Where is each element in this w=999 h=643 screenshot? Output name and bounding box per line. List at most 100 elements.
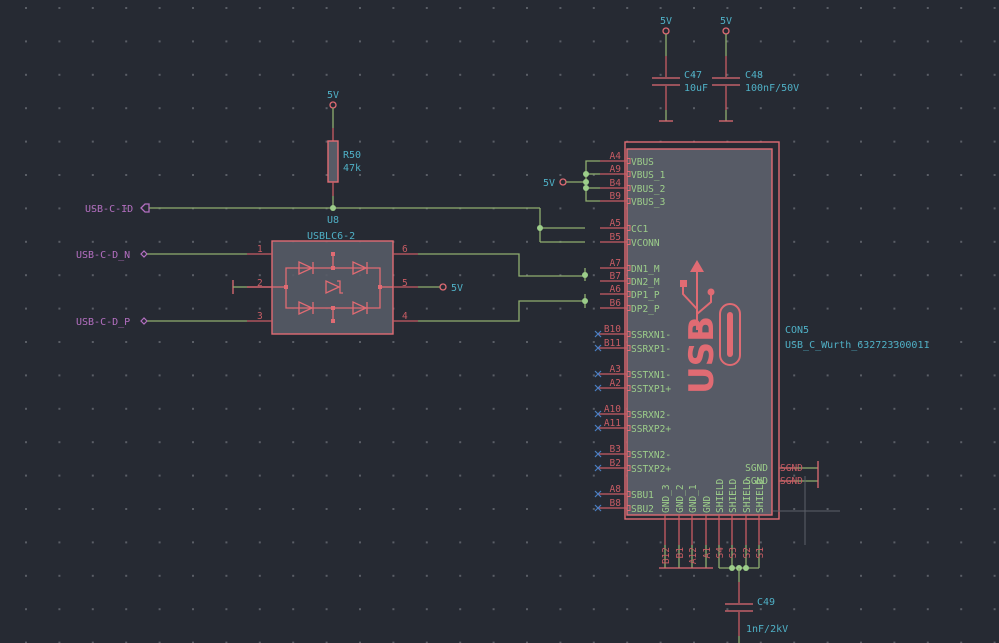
resistor-r50[interactable]: 5V R50 47k xyxy=(327,90,361,208)
sgnd-net[interactable]: SGND SGND xyxy=(779,461,819,488)
pin-name: SBU2 xyxy=(631,504,654,515)
net-label-text: SGND xyxy=(780,476,803,487)
pin-number: A10 xyxy=(604,404,621,415)
net-label-text: USB-C-ID xyxy=(85,204,133,215)
pin-number: B6 xyxy=(610,298,622,309)
pin-number: A3 xyxy=(610,364,621,375)
junction xyxy=(582,272,588,278)
pin-name: DP1_P xyxy=(631,290,660,301)
power-label-5v: 5V xyxy=(543,178,555,189)
global-label-usb-c-d-n[interactable]: USB-C-D_N xyxy=(76,250,148,261)
pin-number: A1 xyxy=(702,547,713,559)
u8-value: USBLC6-2 xyxy=(307,231,355,242)
capacitor-c48[interactable]: 5V C48 100nF/50V xyxy=(712,16,799,122)
c49-value: 1nF/2kV xyxy=(746,624,788,635)
junction xyxy=(583,185,589,191)
power-label-5v: 5V xyxy=(720,16,732,27)
pin-number: S1 xyxy=(755,547,766,559)
pin-name: VCONN xyxy=(631,238,660,249)
con5-bottom-pins: B12GND_3B1GND_2A12GND_1A1GNDS4SHIELDS3SH… xyxy=(661,478,766,568)
con5-left-pins: A4VBUSA9VBUS_1B4VBUS_2B9VBUS_3A5CC1B5VCO… xyxy=(594,151,671,515)
pin-number: S2 xyxy=(742,547,753,558)
pin-name: GND_2 xyxy=(675,484,686,513)
pin-number: 3 xyxy=(257,311,263,322)
pin-name: SSRXN2- xyxy=(631,410,671,421)
pin-number: B4 xyxy=(610,178,622,189)
pin-name: SHIELD xyxy=(742,478,753,513)
net-label-text: USB-C-D_N xyxy=(76,250,130,261)
tvs-u8[interactable]: U8 USBLC6-2 1 2 3 4 5 6 xyxy=(247,215,418,335)
pin-name: GND_1 xyxy=(688,484,699,513)
pin-name: DN2_M xyxy=(631,277,660,288)
pin-number: A2 xyxy=(610,378,621,389)
usb-c-connector-con5[interactable]: A4VBUSA9VBUS_1B4VBUS_2B9VBUS_3A5CC1B5VCO… xyxy=(594,141,780,568)
pin-name: CC1 xyxy=(631,224,648,235)
pin-name: SSTXP1+ xyxy=(631,384,671,395)
pin-number: 2 xyxy=(257,278,263,289)
pin-number: B11 xyxy=(604,338,621,349)
pin-number: A7 xyxy=(610,258,621,269)
pin-number: B2 xyxy=(610,458,621,469)
pin-name: SSRXP2+ xyxy=(631,424,671,435)
pin-number: 4 xyxy=(402,311,408,322)
pin-name: DN1_M xyxy=(631,264,660,275)
pin-number: S3 xyxy=(728,547,739,558)
pin-number: B12 xyxy=(661,547,672,564)
capacitor-c47[interactable]: 5V C47 10uF xyxy=(652,16,708,122)
pin-name: SSTXP2+ xyxy=(631,464,671,475)
pin-number: A12 xyxy=(688,547,699,564)
c49-ref: C49 xyxy=(757,597,775,608)
pin-number: S4 xyxy=(715,547,726,559)
power-label-5v: 5V xyxy=(451,283,463,294)
pin-name: VBUS_2 xyxy=(631,184,665,195)
u8-ref: U8 xyxy=(327,215,339,226)
pin-name: SSRXN1- xyxy=(631,330,671,341)
net-label-text: USB-C-D_P xyxy=(76,317,130,328)
c47-value: 10uF xyxy=(684,83,708,94)
crosshair-cursor-icon xyxy=(773,476,840,545)
pin-number: A5 xyxy=(610,218,621,229)
global-label-usb-c-id[interactable]: USB-C-ID xyxy=(85,203,150,215)
pin-name: DP2_P xyxy=(631,304,660,315)
pin-number: B1 xyxy=(675,547,686,559)
pin-name: SSTXN2- xyxy=(631,450,671,461)
pin-name: SHIELD xyxy=(728,478,739,513)
pin-number: A4 xyxy=(610,151,622,162)
grid-dots xyxy=(25,7,996,643)
pin-name: GND_3 xyxy=(661,484,672,513)
pin-name: SSRXP1- xyxy=(631,344,671,355)
junction xyxy=(537,225,543,231)
c47-ref: C47 xyxy=(684,70,702,81)
usb-logo-icon: USB xyxy=(680,260,741,394)
junction xyxy=(729,565,735,571)
net-label-text: SGND xyxy=(780,463,803,474)
r50-ref: R50 xyxy=(343,150,361,161)
pin-number: 1 xyxy=(257,244,263,255)
pin-name: SGND xyxy=(745,463,768,474)
con5-right-pins: SGND SGND xyxy=(745,463,768,487)
pin-name: VBUS xyxy=(631,157,654,168)
diode-bridge-icon xyxy=(247,252,393,323)
power-port-icon xyxy=(329,101,337,109)
junction xyxy=(583,179,589,185)
pin-number: B3 xyxy=(610,444,621,455)
pin-number: 6 xyxy=(402,244,408,255)
power-port-icon xyxy=(439,283,447,291)
pin-number: B7 xyxy=(610,271,621,282)
pin-name: VBUS_3 xyxy=(631,197,665,208)
pin-number: A11 xyxy=(604,418,621,429)
global-label-usb-c-d-p[interactable]: USB-C-D_P xyxy=(76,317,148,328)
pin-number: A9 xyxy=(610,164,622,175)
r50-value: 47k xyxy=(343,163,361,174)
power-label-5v: 5V xyxy=(327,90,339,101)
pin-name: VBUS_1 xyxy=(631,170,666,181)
pin-number: B8 xyxy=(610,498,622,509)
pin-name: SGND xyxy=(745,476,768,487)
pin-number: 5 xyxy=(402,278,408,289)
con5-ref: CON5 xyxy=(785,325,809,336)
power-port-icon xyxy=(722,27,730,35)
capacitor-c49[interactable]: C49 1nF/2kV xyxy=(725,568,788,643)
pin-name: SHIELD xyxy=(715,478,726,513)
junction xyxy=(582,298,588,304)
